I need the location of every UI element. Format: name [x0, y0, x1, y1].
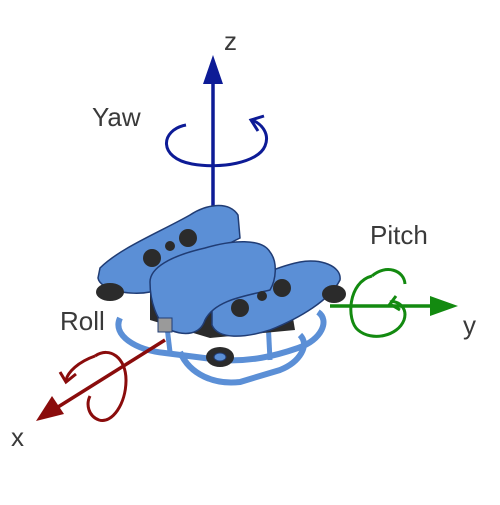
pitch-arrowhead [387, 295, 401, 312]
roll-arc [86, 350, 128, 422]
vertical-thruster-1 [143, 249, 161, 267]
vertical-thruster-4 [273, 279, 291, 297]
pitch-arc [349, 274, 407, 338]
z-axis: z [203, 26, 237, 225]
x-axis-label: x [11, 422, 24, 452]
vertical-thruster-3 [231, 299, 249, 317]
thruster-left-rear [96, 283, 124, 301]
x-axis: x [11, 338, 166, 452]
thruster-right-rear [322, 285, 346, 303]
sensor-bracket [157, 317, 173, 333]
lower-frame-front [177, 332, 307, 386]
roll-rotation-arrow: Roll [58, 306, 128, 422]
vertical-thruster-2 [179, 229, 197, 247]
underwater-vehicle [96, 204, 346, 386]
z-axis-arrowhead [203, 55, 223, 84]
roll-arrowhead [58, 371, 77, 385]
y-axis: y [330, 296, 476, 340]
yaw-arc [165, 118, 268, 168]
mount-1 [165, 241, 175, 251]
yaw-arrowhead [248, 114, 265, 132]
thruster-front-hub [213, 352, 227, 362]
pitch-label: Pitch [370, 220, 428, 250]
yaw-rotation-arrow: Yaw [92, 102, 268, 168]
mount-2 [257, 291, 267, 301]
pitch-arc-top [371, 268, 407, 285]
yaw-label: Yaw [92, 102, 141, 132]
roll-arc-back [64, 354, 96, 381]
z-axis-label: z [224, 26, 237, 56]
x-axis-line [57, 338, 166, 409]
lower-frame [115, 309, 327, 364]
y-axis-arrowhead [430, 296, 458, 316]
y-axis-label: y [463, 310, 476, 340]
pitch-rotation-arrow: Pitch [349, 220, 428, 338]
roll-label: Roll [60, 306, 105, 336]
x-axis-arrowhead [36, 396, 64, 421]
